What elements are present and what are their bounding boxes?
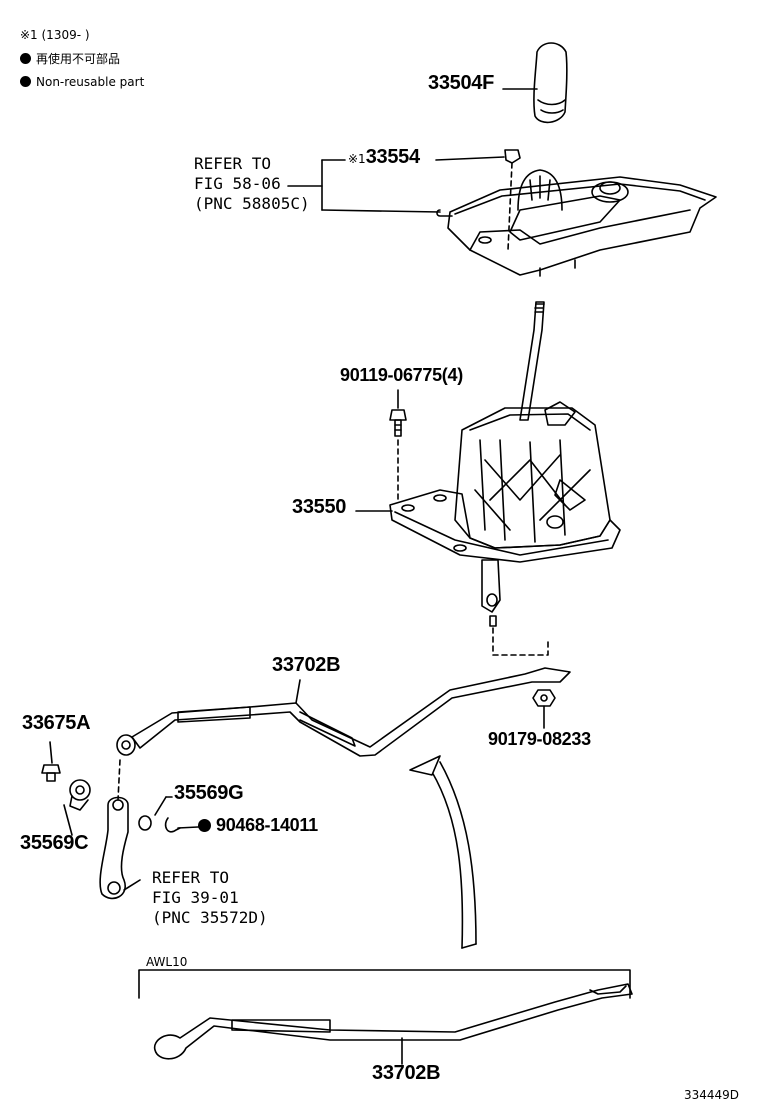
non-reusable-dot-icon xyxy=(20,76,31,87)
linkage-parts-drawing xyxy=(41,741,199,900)
shift-lever-assembly-drawing xyxy=(355,301,621,656)
refer-fig-58-line-1: REFER TO xyxy=(194,154,272,173)
console-panel-drawing xyxy=(287,159,717,277)
legend-jp-row: 再使用不可部品 xyxy=(20,52,120,66)
non-reusable-dot-icon xyxy=(20,53,31,64)
part-label-33554[interactable]: 33554 xyxy=(365,146,420,168)
part-label-35569G[interactable]: 35569G xyxy=(174,782,244,804)
refer-fig-39-line-2: FIG 39-01 xyxy=(152,888,239,907)
part-label-33550[interactable]: 33550 xyxy=(292,496,347,518)
refer-fig-39-01[interactable]: REFER TO FIG 39-01 (PNC 35572D) xyxy=(152,868,268,928)
refer-fig-58-line-3: (PNC 58805C) xyxy=(194,194,310,213)
part-label-33554-row: ※133554 xyxy=(348,147,420,167)
clip-33554-drawing xyxy=(435,149,521,251)
refer-fig-58-06[interactable]: REFER TO FIG 58-06 (PNC 58805C) xyxy=(194,154,310,214)
legend-en-row: Non-reusable part xyxy=(20,75,144,89)
figure-code: 334449D xyxy=(684,1088,740,1102)
refer-fig-39-line-1: REFER TO xyxy=(152,868,230,887)
variant-label-awl10: AWL10 xyxy=(146,955,188,969)
legend-jp-label: 再使用不可部品 xyxy=(36,52,121,66)
part-label-90468-14011[interactable]: 90468-14011 xyxy=(216,815,318,835)
shift-knob-drawing xyxy=(502,42,568,124)
curved-arrow-drawing xyxy=(409,755,477,949)
part-label-33702B-top[interactable]: 33702B xyxy=(272,654,341,676)
part-label-90468-row: 90468-14011 xyxy=(198,815,318,835)
refer-fig-39-line-3: (PNC 35572D) xyxy=(152,908,268,927)
part-label-33702B-bottom[interactable]: 33702B xyxy=(372,1062,441,1084)
part-label-90179-08233[interactable]: 90179-08233 xyxy=(488,729,591,749)
part-label-35569C[interactable]: 35569C xyxy=(20,832,89,854)
variant-awl10-drawing xyxy=(138,969,633,1065)
non-reusable-dot-icon xyxy=(198,819,211,832)
control-cable-top-drawing xyxy=(116,667,571,801)
part-label-33504F[interactable]: 33504F xyxy=(428,72,495,94)
part-label-90119-06775[interactable]: 90119-06775(4) xyxy=(340,365,463,385)
part-label-33675A[interactable]: 33675A xyxy=(22,712,91,734)
refer-fig-58-line-2: FIG 58-06 xyxy=(194,174,281,193)
part-33554-mark: ※1 xyxy=(348,152,366,166)
legend-en-label: Non-reusable part xyxy=(36,75,145,89)
legend-serial-note: ※1 (1309- ) xyxy=(20,28,90,42)
